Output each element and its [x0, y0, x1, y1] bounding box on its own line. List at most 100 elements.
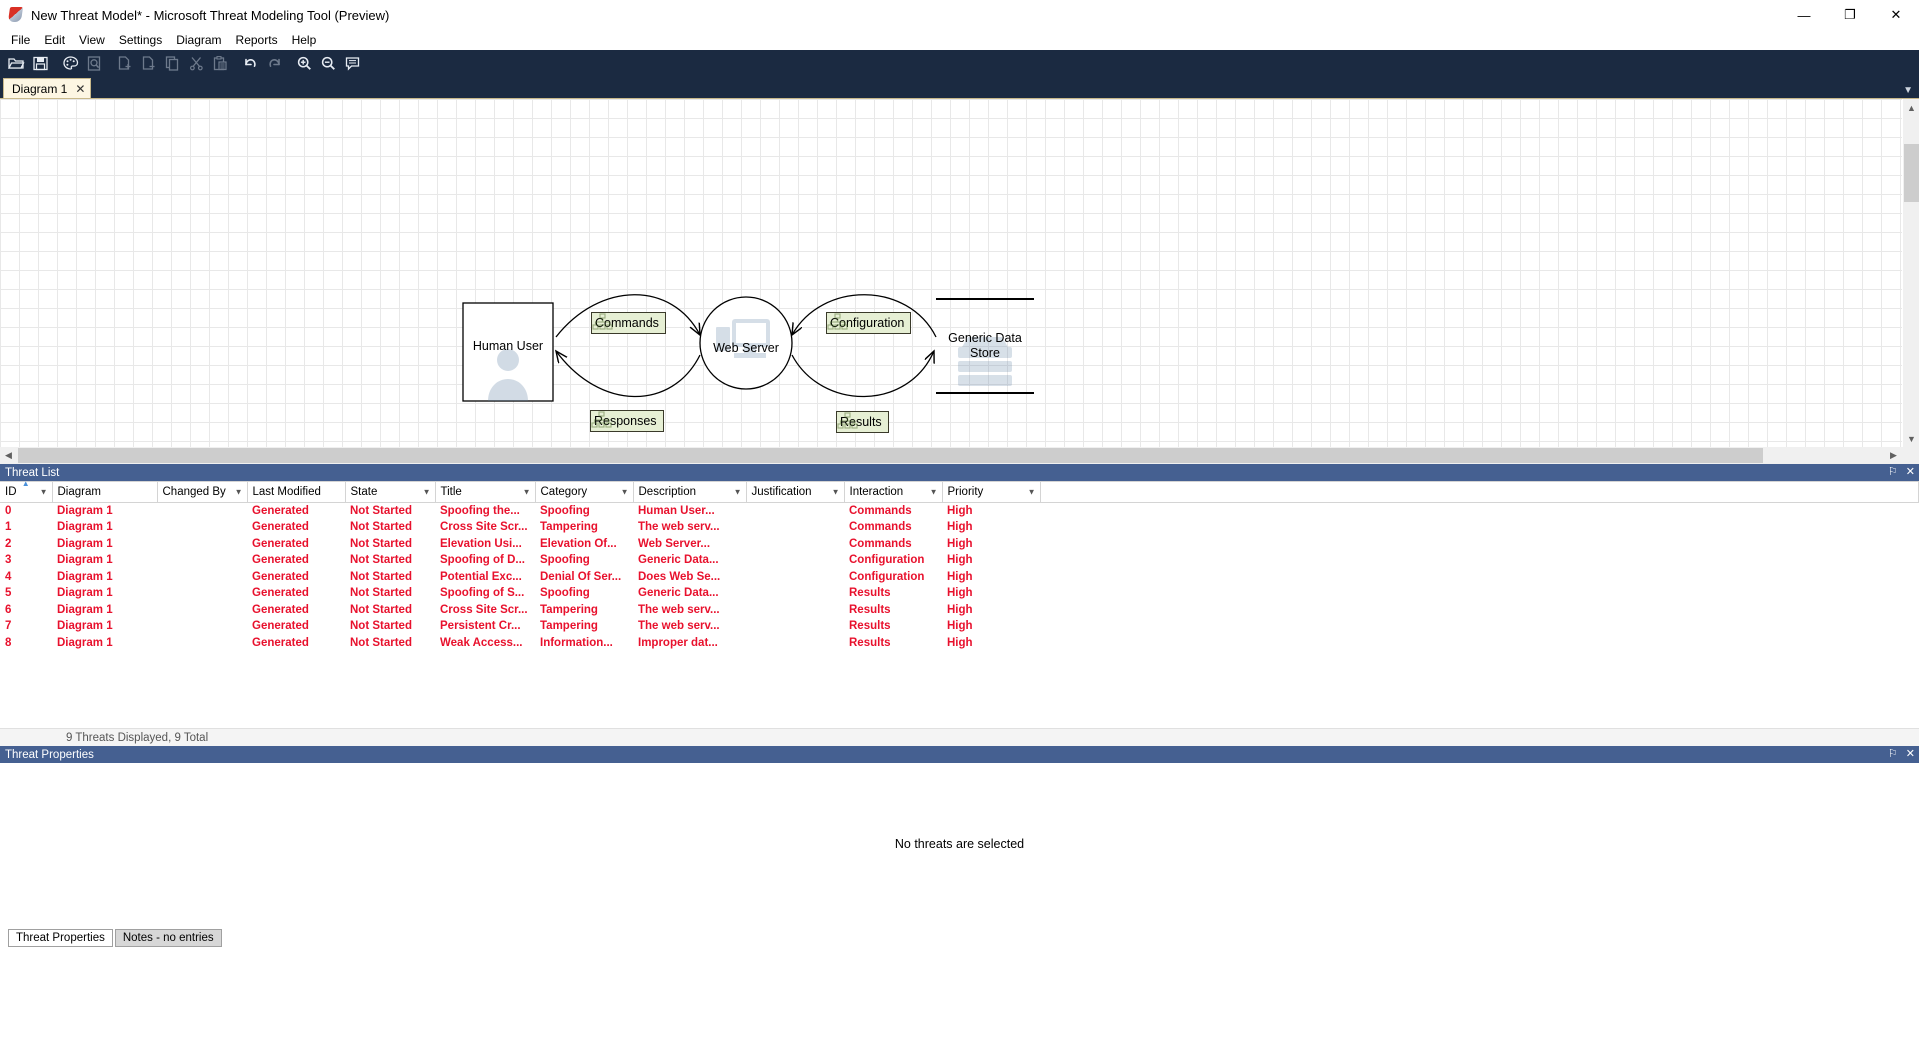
cell-interaction[interactable]: Commands — [849, 505, 912, 517]
cell-diagram[interactable]: Diagram 1 — [57, 521, 113, 534]
close-icon[interactable]: ✕ — [1905, 748, 1915, 760]
cell-title[interactable]: Elevation Usi... — [440, 537, 522, 550]
scroll-left-icon[interactable]: ◀ — [5, 450, 12, 460]
palette-icon[interactable] — [58, 51, 82, 75]
canvas-vertical-scrollbar[interactable]: ▲ ▼ — [1902, 99, 1919, 447]
cell-interaction[interactable]: Results — [849, 587, 891, 600]
cell-title[interactable]: Spoofing of D... — [440, 554, 525, 567]
flow-label-results[interactable]: Results — [836, 411, 889, 433]
cell-interaction[interactable]: Results — [849, 603, 891, 616]
cell-id[interactable]: 2 — [5, 537, 12, 550]
cell-changed_by[interactable] — [157, 569, 247, 586]
cell-description[interactable]: Generic Data... — [638, 587, 719, 600]
paste-icon[interactable] — [208, 51, 232, 75]
cell-category[interactable]: Elevation Of... — [540, 537, 617, 550]
filter-icon[interactable]: ▼ — [620, 487, 629, 497]
cell-category[interactable]: Tampering — [540, 620, 598, 633]
cell-state[interactable]: Not Started — [350, 570, 412, 583]
cell-state[interactable]: Not Started — [350, 587, 412, 600]
cell-description[interactable]: The web serv... — [638, 521, 720, 534]
cell-diagram[interactable]: Diagram 1 — [57, 505, 113, 517]
cell-id[interactable]: 8 — [5, 636, 12, 649]
filter-icon[interactable]: ▼ — [831, 487, 840, 497]
cell-category[interactable]: Spoofing — [540, 505, 590, 517]
cell-category[interactable]: Spoofing — [540, 587, 590, 600]
column-header-title[interactable]: Title ▼ — [435, 481, 536, 503]
cell-state[interactable]: Not Started — [350, 620, 412, 633]
tab-close-icon[interactable]: ✕ — [75, 81, 86, 96]
cell-state[interactable]: Not Started — [350, 636, 412, 649]
cell-last_modified[interactable]: Generated — [252, 505, 309, 517]
filter-icon[interactable]: ▼ — [522, 487, 531, 497]
remove-diagram-icon[interactable] — [136, 51, 160, 75]
cell-justification[interactable] — [746, 569, 844, 586]
cell-interaction[interactable]: Configuration — [849, 570, 925, 583]
cell-title[interactable]: Spoofing the... — [440, 505, 520, 517]
cell-last_modified[interactable]: Generated — [252, 587, 309, 600]
cell-priority[interactable]: High — [947, 636, 973, 649]
cell-id[interactable]: 3 — [5, 554, 12, 567]
cell-changed_by[interactable] — [157, 536, 247, 553]
cell-priority[interactable]: High — [947, 603, 973, 616]
maximize-button[interactable]: ❐ — [1844, 7, 1856, 22]
cell-changed_by[interactable] — [157, 602, 247, 619]
cell-changed_by[interactable] — [157, 519, 247, 536]
close-icon[interactable]: ✕ — [1905, 466, 1915, 478]
filter-icon[interactable]: ▼ — [733, 487, 742, 497]
cell-changed_by[interactable] — [157, 503, 247, 520]
cell-changed_by[interactable] — [157, 635, 247, 652]
cell-description[interactable]: Generic Data... — [638, 554, 719, 567]
cell-interaction[interactable]: Results — [849, 620, 891, 633]
filter-icon[interactable]: ▼ — [39, 487, 48, 497]
cell-title[interactable]: Persistent Cr... — [440, 620, 521, 633]
cell-description[interactable]: Does Web Se... — [638, 570, 721, 583]
flow-label-commands[interactable]: Commands — [591, 312, 666, 334]
zoom-out-icon[interactable] — [316, 51, 340, 75]
scroll-up-icon[interactable]: ▲ — [1907, 102, 1916, 113]
cell-interaction[interactable]: Results — [849, 636, 891, 649]
cell-category[interactable]: Denial Of Ser... — [540, 570, 622, 583]
cell-diagram[interactable]: Diagram 1 — [57, 587, 113, 600]
cell-priority[interactable]: High — [947, 620, 973, 633]
cell-title[interactable]: Cross Site Scr... — [440, 603, 528, 616]
column-header-description[interactable]: Description ▼ — [633, 481, 747, 503]
tab-diagram-1[interactable]: Diagram 1 ✕ — [3, 78, 92, 98]
cell-description[interactable]: The web serv... — [638, 603, 720, 616]
column-header-last-modified[interactable]: Last Modified — [247, 481, 346, 503]
cell-priority[interactable]: High — [947, 537, 973, 550]
cell-last_modified[interactable]: Generated — [252, 620, 309, 633]
cell-justification[interactable] — [746, 519, 844, 536]
undo-icon[interactable] — [238, 51, 262, 75]
cell-description[interactable]: Human User... — [638, 505, 715, 517]
cell-justification[interactable] — [746, 635, 844, 652]
notes-icon[interactable] — [340, 51, 364, 75]
filter-icon[interactable]: ▼ — [1027, 487, 1036, 497]
flow-label-configuration[interactable]: Configuration — [826, 312, 912, 334]
redo-icon[interactable] — [262, 51, 286, 75]
close-button[interactable]: ✕ — [1890, 7, 1902, 22]
cell-justification[interactable] — [746, 503, 844, 520]
cell-title[interactable]: Cross Site Scr... — [440, 521, 528, 534]
cell-state[interactable]: Not Started — [350, 537, 412, 550]
cell-state[interactable]: Not Started — [350, 521, 412, 534]
zoom-in-icon[interactable] — [292, 51, 316, 75]
add-diagram-icon[interactable] — [112, 51, 136, 75]
cell-last_modified[interactable]: Generated — [252, 636, 309, 649]
vertical-scroll-thumb[interactable] — [1904, 144, 1919, 202]
menu-diagram[interactable]: Diagram — [176, 33, 222, 47]
cell-description[interactable]: The web serv... — [638, 620, 720, 633]
cell-interaction[interactable]: Commands — [849, 521, 912, 534]
cell-diagram[interactable]: Diagram 1 — [57, 636, 113, 649]
filter-icon[interactable]: ▼ — [422, 487, 431, 497]
cell-description[interactable]: Improper dat... — [638, 636, 718, 649]
cell-id[interactable]: 4 — [5, 570, 12, 583]
cell-diagram[interactable]: Diagram 1 — [57, 603, 113, 616]
cell-description[interactable]: Web Server... — [638, 537, 711, 550]
cell-justification[interactable] — [746, 552, 844, 569]
